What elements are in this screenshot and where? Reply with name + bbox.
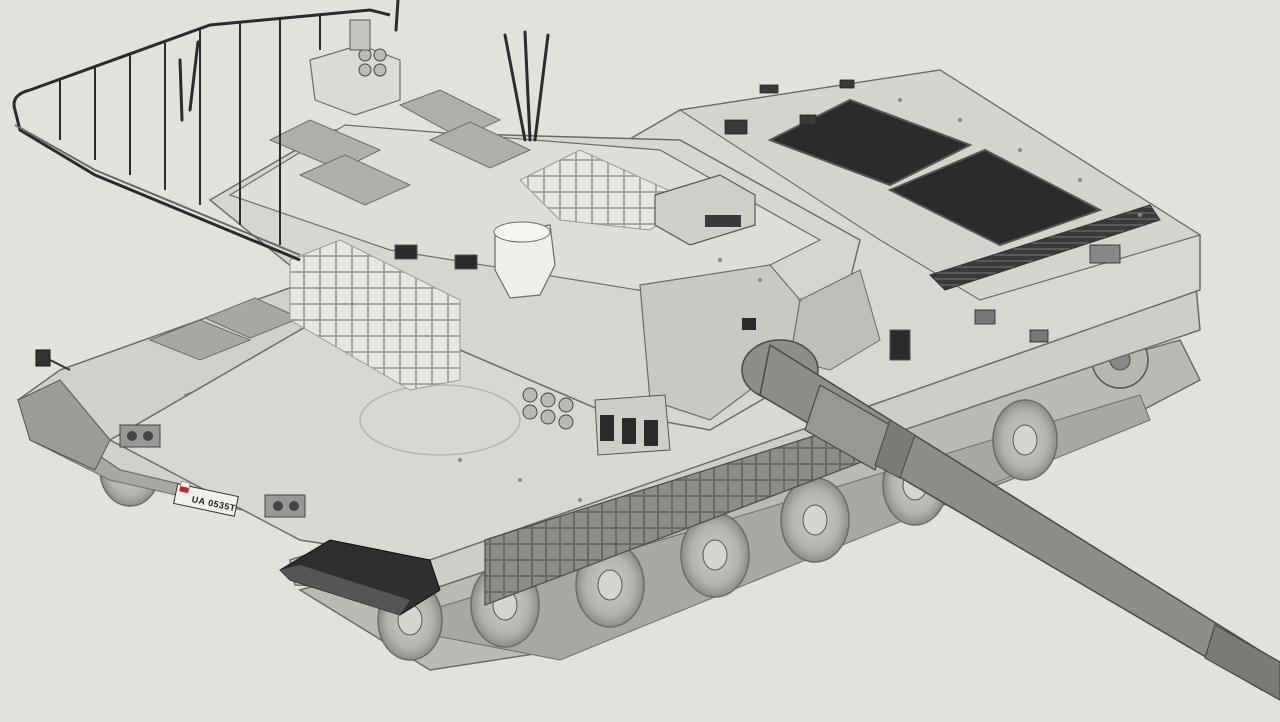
driver-hatch-right: [887, 148, 1103, 247]
turret: [208, 19, 911, 456]
commander-cupola: [493, 221, 556, 299]
smoke-dischargers: [522, 387, 574, 430]
driver-hatch-left: [767, 98, 973, 187]
remote-weapon-station: [309, 19, 401, 116]
bustle-rack: [12, 8, 391, 262]
muzzle: [1204, 624, 1280, 701]
antennas: [178, 0, 550, 142]
gunner-sight: [654, 174, 756, 246]
hull-bolts: [458, 98, 1142, 502]
mirror: [35, 349, 51, 367]
turret-era-left: [289, 239, 461, 391]
main-gun: [741, 318, 1280, 701]
front-grille: [929, 204, 1161, 291]
flag-icon: [179, 486, 190, 494]
registration-plate: UA 0535T: [173, 481, 239, 517]
periscope-block: [594, 394, 671, 456]
rear-light-cluster: [119, 424, 306, 518]
